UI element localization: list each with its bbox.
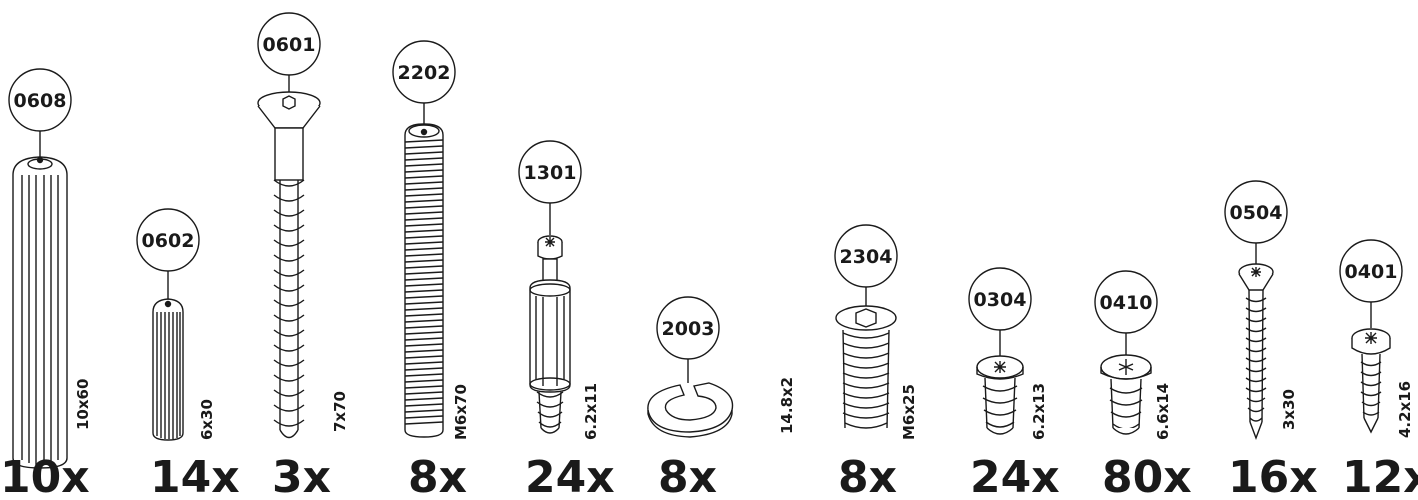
part-quantity: 14x [150,452,240,500]
threaded-insert-icon [835,305,897,429]
part-code: 0410 [1100,292,1153,314]
part-0602: 0602 6x30 14x [136,208,240,500]
part-code: 0601 [263,34,316,56]
part-quantity: 8x [838,452,897,500]
part-0304: 0304 6.2x13 24x [968,267,1060,500]
part-size: 3x30 [1280,389,1298,430]
part-size: 6.2x11 [582,383,600,440]
part-quantity: 24x [970,452,1060,500]
part-quantity: 8x [658,452,717,500]
cam-lock-bolt-icon [529,235,571,434]
part-2304: 2304 M6x25 8x [834,224,918,500]
part-quantity: 8x [408,452,467,500]
part-quantity: 24x [525,452,615,500]
wooden-dowel-large-icon [12,156,68,469]
part-size: 4.2x16 [1396,381,1414,438]
part-size: 6.2x13 [1030,383,1048,440]
part-0601: 0601 7x70 3x [257,12,349,500]
part-quantity: 3x [272,452,331,500]
part-0608: 0608 10x60 10x [0,68,92,500]
split-washer-icon [647,382,734,438]
wooden-dowel-small-icon [152,298,184,441]
euro-screw-icon [976,355,1024,435]
pan-head-tapping-screw-icon [1351,328,1391,434]
part-0410: 0410 6.6x14 80x [1094,270,1192,500]
part-code: 0304 [974,289,1027,311]
part-2202: 2202 M6x70 8x [392,40,470,500]
part-size: M6x25 [900,384,918,440]
hex-countersunk-wood-screw-icon [257,91,321,439]
part-0401: 0401 4.2x16 12x [1339,239,1418,500]
part-code: 2202 [398,62,451,84]
part-code: 0608 [14,90,67,112]
part-quantity: 16x [1228,452,1318,500]
part-quantity: 10x [0,452,90,500]
part-quantity: 80x [1102,452,1192,500]
part-0504: 0504 3x30 16x [1224,180,1318,500]
part-quantity: 12x [1342,452,1418,500]
part-size: 6.6x14 [1154,383,1172,440]
part-size: 6x30 [198,399,216,440]
part-size: M6x70 [452,384,470,440]
part-code: 1301 [524,162,577,184]
part-1301: 1301 6.2x11 24x [518,140,615,500]
countersunk-wood-screw-icon [1238,263,1274,440]
part-code: 0401 [1345,261,1398,283]
flat-head-euro-screw-icon [1100,354,1152,435]
part-code: 2003 [662,318,715,340]
part-code: 2304 [840,246,893,268]
threaded-rod-icon [404,123,444,438]
part-code: 0504 [1230,202,1283,224]
part-size: 7x70 [331,391,349,432]
part-2003: 2003 14.8x2 8x [647,296,796,500]
part-size: 14.8x2 [778,377,796,434]
part-size: 10x60 [74,379,92,430]
part-code: 0602 [142,230,195,252]
